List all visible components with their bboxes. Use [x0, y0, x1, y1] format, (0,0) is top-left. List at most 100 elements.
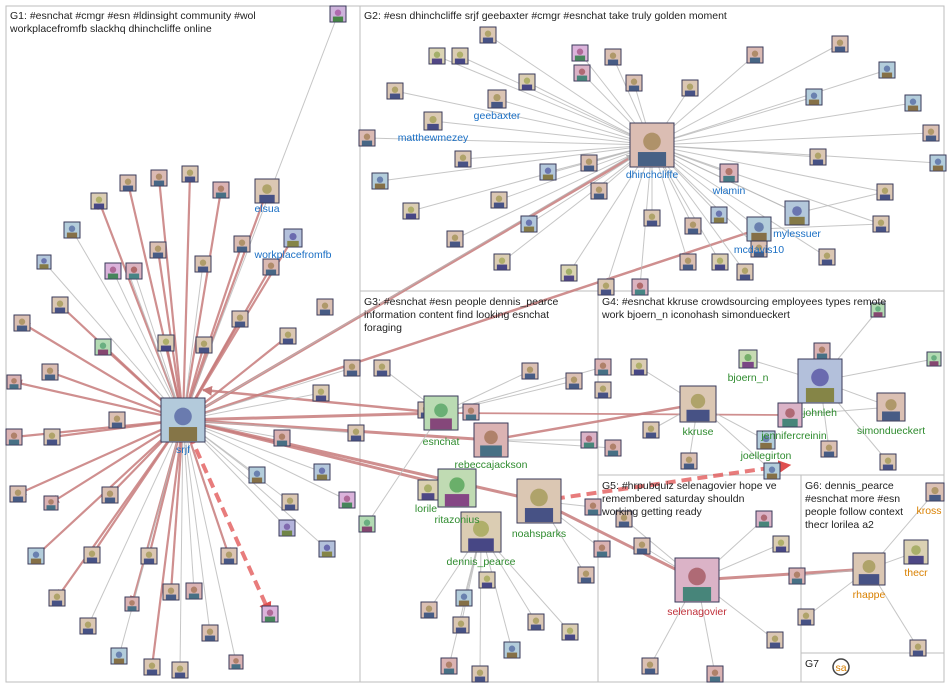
user-node[interactable] — [95, 339, 111, 355]
user-node[interactable] — [387, 83, 403, 99]
user-node[interactable] — [764, 463, 780, 479]
user-node[interactable] — [605, 49, 621, 65]
user-node[interactable] — [643, 422, 659, 438]
user-node[interactable] — [126, 263, 142, 279]
user-node[interactable] — [773, 536, 789, 552]
user-node[interactable] — [682, 80, 698, 96]
user-node[interactable] — [10, 486, 26, 502]
user-node[interactable] — [504, 642, 520, 658]
user-node[interactable] — [44, 429, 60, 445]
user-node[interactable] — [806, 89, 822, 105]
user-node[interactable] — [234, 236, 250, 252]
user-node[interactable] — [562, 624, 578, 640]
user-node[interactable] — [927, 352, 941, 366]
user-node[interactable] — [680, 254, 696, 270]
user-node[interactable] — [594, 541, 610, 557]
user-node[interactable] — [280, 328, 296, 344]
user-node[interactable] — [910, 640, 926, 656]
user-node[interactable] — [479, 572, 495, 588]
user-node[interactable] — [150, 242, 166, 258]
user-node[interactable] — [626, 75, 642, 91]
user-node[interactable] — [42, 364, 58, 380]
user-node[interactable] — [120, 175, 136, 191]
user-node[interactable] — [605, 440, 621, 456]
user-node[interactable] — [109, 412, 125, 428]
user-node-bjoern_n[interactable] — [739, 350, 757, 368]
user-node-workplacefromfb[interactable] — [284, 229, 302, 247]
user-node[interactable] — [747, 47, 763, 63]
user-node[interactable] — [712, 254, 728, 270]
user-node[interactable] — [491, 192, 507, 208]
user-node[interactable] — [374, 360, 390, 376]
user-node[interactable] — [814, 343, 830, 359]
user-node-matthewmezey[interactable] — [424, 112, 442, 130]
user-node[interactable] — [111, 648, 127, 664]
user-node-ritazonius[interactable] — [438, 469, 476, 507]
user-node[interactable] — [711, 207, 727, 223]
user-node[interactable] — [28, 548, 44, 564]
user-node[interactable] — [574, 65, 590, 81]
user-node[interactable] — [14, 315, 30, 331]
user-node[interactable] — [472, 666, 488, 682]
user-node[interactable] — [540, 164, 556, 180]
user-node[interactable] — [64, 222, 80, 238]
user-node[interactable] — [821, 441, 837, 457]
user-node[interactable] — [403, 203, 419, 219]
user-node[interactable] — [441, 658, 457, 674]
user-node[interactable] — [572, 45, 588, 61]
user-node-esnchat[interactable] — [424, 396, 458, 430]
user-node[interactable] — [632, 279, 648, 295]
user-node[interactable] — [158, 335, 174, 351]
user-node[interactable] — [125, 597, 139, 611]
user-node[interactable] — [685, 218, 701, 234]
user-node[interactable] — [480, 27, 496, 43]
user-node[interactable] — [229, 655, 243, 669]
user-node[interactable] — [455, 151, 471, 167]
user-node[interactable] — [372, 173, 388, 189]
user-node[interactable] — [519, 74, 535, 90]
user-node[interactable] — [359, 516, 375, 532]
user-node[interactable] — [49, 590, 65, 606]
user-node[interactable] — [585, 499, 601, 515]
user-node[interactable] — [37, 255, 51, 269]
user-node[interactable] — [7, 375, 21, 389]
user-node[interactable] — [453, 617, 469, 633]
user-node[interactable] — [832, 36, 848, 52]
user-node[interactable] — [644, 210, 660, 226]
user-node[interactable] — [263, 259, 279, 275]
user-node-geebaxter[interactable] — [488, 90, 506, 108]
user-node[interactable] — [595, 382, 611, 398]
user-node[interactable] — [631, 359, 647, 375]
user-node[interactable] — [163, 584, 179, 600]
user-node[interactable] — [141, 548, 157, 564]
user-node[interactable] — [339, 492, 355, 508]
user-node[interactable] — [566, 373, 582, 389]
user-node[interactable] — [102, 487, 118, 503]
user-node[interactable] — [598, 279, 614, 295]
user-node[interactable] — [634, 538, 650, 554]
user-node[interactable] — [447, 231, 463, 247]
user-node[interactable] — [80, 618, 96, 634]
user-node[interactable] — [880, 454, 896, 470]
user-node[interactable] — [905, 95, 921, 111]
user-node[interactable] — [249, 467, 265, 483]
user-node[interactable] — [151, 170, 167, 186]
user-node[interactable] — [319, 541, 335, 557]
user-node[interactable] — [262, 606, 278, 622]
user-node-selenagovier[interactable] — [675, 558, 719, 602]
user-node[interactable] — [789, 568, 805, 584]
user-node[interactable] — [452, 48, 468, 64]
user-node[interactable] — [879, 62, 895, 78]
user-node[interactable] — [756, 511, 772, 527]
user-node[interactable] — [282, 494, 298, 510]
user-node-kross[interactable] — [926, 483, 944, 501]
user-node[interactable] — [52, 297, 68, 313]
user-node-mylessuer[interactable] — [785, 201, 809, 225]
user-node[interactable] — [877, 184, 893, 200]
user-node[interactable] — [456, 590, 472, 606]
user-node[interactable] — [737, 264, 753, 280]
user-node-wlamin[interactable] — [720, 164, 738, 182]
user-node[interactable] — [172, 662, 188, 678]
user-node[interactable] — [429, 48, 445, 64]
user-node[interactable] — [798, 609, 814, 625]
